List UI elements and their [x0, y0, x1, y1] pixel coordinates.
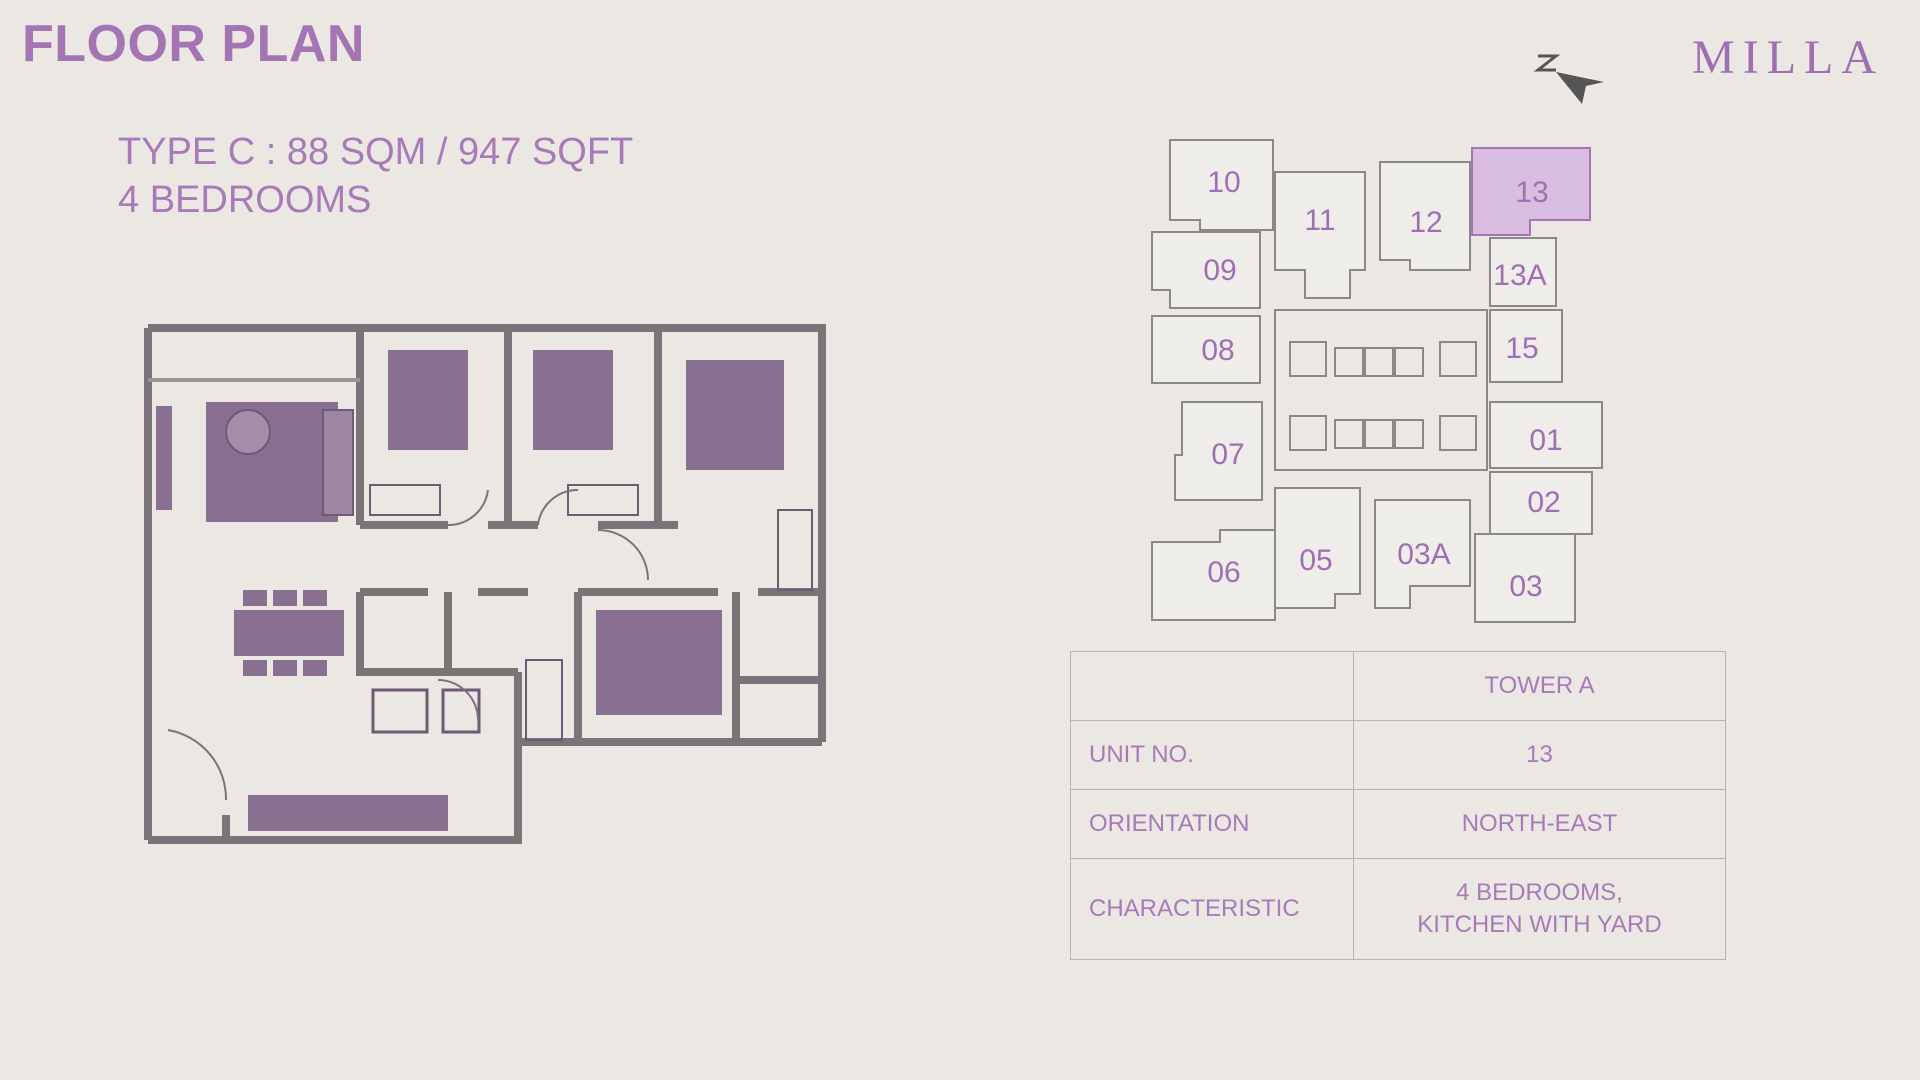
table-header-empty-cell: [1070, 651, 1354, 721]
unit-label-07: 07: [1211, 438, 1244, 471]
unit-09-shape: [1151, 231, 1261, 309]
unit-info-table: TOWER A UNIT NO. 13 ORIENTATION NORTH-EA…: [1070, 651, 1726, 960]
unit-label-01: 01: [1529, 424, 1562, 457]
page-title: FLOOR PLAN: [22, 15, 365, 73]
bed-1: [388, 350, 468, 450]
table-row: CHARACTERISTIC 4 BEDROOMS, KITCHEN WITH …: [1070, 858, 1726, 960]
unit-02-shape: [1489, 471, 1593, 535]
characteristic-line-2: KITCHEN WITH YARD: [1417, 911, 1662, 938]
bed-master: [596, 610, 722, 715]
unit-label-13a: 13A: [1493, 259, 1546, 292]
outer-wall-top-right: [148, 324, 826, 742]
row-value-orientation: NORTH-EAST: [1353, 789, 1726, 859]
bed-2: [533, 350, 613, 450]
unit-10-shape: [1169, 139, 1274, 231]
unit-05-shape: [1274, 487, 1361, 609]
unit-01-shape: [1489, 401, 1603, 469]
key-plan: 10 11 12 13 09 13A 08 15 07 01 02 06 05 …: [1151, 139, 1603, 623]
table-row: UNIT NO. 13: [1070, 720, 1726, 790]
kitchen-counter: [248, 795, 448, 831]
unit-floor-plan: [144, 324, 826, 844]
unit-11-shape: [1274, 171, 1366, 299]
unit-label-15: 15: [1505, 332, 1538, 365]
brand-logo: MILLA: [1692, 31, 1884, 84]
unit-13-shape: [1471, 147, 1591, 236]
unit-label-12: 12: [1409, 206, 1442, 239]
unit-label-13: 13: [1515, 176, 1548, 209]
table-row: ORIENTATION NORTH-EAST: [1070, 789, 1726, 859]
unit-15-shape: [1489, 309, 1563, 383]
row-label-orientation: ORIENTATION: [1070, 789, 1354, 859]
unit-label-11: 11: [1304, 204, 1335, 237]
row-value-characteristic: 4 BEDROOMS, KITCHEN WITH YARD: [1353, 858, 1726, 960]
unit-type-block: TYPE C : 88 SQM / 947 SQFT 4 BEDROOMS: [118, 128, 633, 224]
table-header-row: TOWER A: [1070, 651, 1726, 721]
unit-03-shape: [1474, 533, 1576, 623]
unit-type-bedrooms: 4 BEDROOMS: [118, 179, 372, 221]
table-header-tower: TOWER A: [1353, 651, 1726, 721]
unit-label-06: 06: [1207, 556, 1240, 589]
unit-label-02: 02: [1527, 486, 1560, 519]
row-label-unit-no: UNIT NO.: [1070, 720, 1354, 790]
building-core: [1274, 309, 1488, 471]
unit-type-size: TYPE C : 88 SQM / 947 SQFT: [118, 131, 634, 173]
outer-wall-bottom: [148, 738, 822, 844]
dining-table: [234, 610, 344, 656]
unit-label-03a: 03A: [1397, 538, 1450, 571]
unit-label-03: 03: [1509, 570, 1542, 603]
unit-12-shape: [1379, 161, 1471, 271]
unit-08-shape: [1151, 315, 1261, 384]
unit-07-shape: [1174, 401, 1263, 501]
bed-3: [686, 360, 784, 470]
unit-03a-shape: [1374, 499, 1471, 609]
sofa-set: [206, 402, 338, 522]
row-label-characteristic: CHARACTERISTIC: [1070, 858, 1354, 960]
unit-label-09: 09: [1203, 254, 1236, 287]
unit-label-10: 10: [1207, 166, 1240, 199]
north-arrow-icon: [1533, 54, 1604, 104]
characteristic-line-1: 4 BEDROOMS,: [1456, 879, 1623, 906]
unit-13a-shape: [1489, 237, 1557, 307]
unit-label-08: 08: [1201, 334, 1234, 367]
unit-label-05: 05: [1299, 544, 1332, 577]
row-value-unit-no: 13: [1353, 720, 1726, 790]
